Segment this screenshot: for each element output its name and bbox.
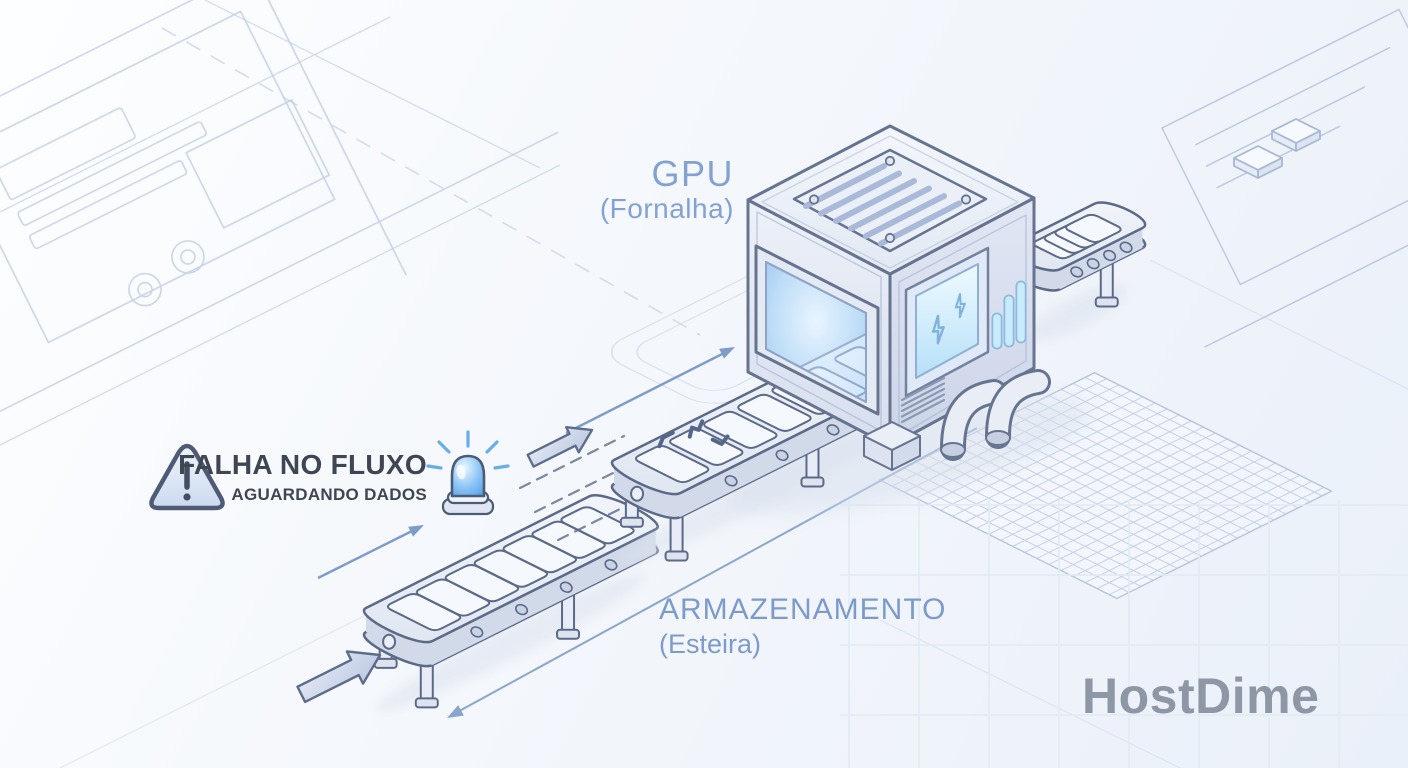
exhaust-pipes-icon	[940, 369, 1051, 461]
storage-label-title: ARMAZENAMENTO	[659, 593, 947, 626]
data-fragments	[657, 419, 730, 449]
machine-pedestal	[863, 421, 921, 471]
storage-label: ARMAZENAMENTO (Esteira)	[659, 593, 946, 660]
flow-arrow-icon	[296, 426, 594, 704]
side-vent-icon	[900, 376, 946, 424]
brand-logo: HostDime	[1082, 668, 1320, 724]
alert-label-subtitle: AGUARDANDO DADOS	[231, 484, 427, 504]
conveyor-belt-input	[362, 494, 659, 712]
storage-label-subtitle: (Esteira)	[659, 629, 762, 659]
machine-label-subtitle: (Fornalha)	[599, 192, 734, 224]
alert-beacon-icon	[426, 430, 510, 516]
machine-label-title: GPU	[651, 153, 734, 194]
gpu-machine	[746, 124, 1051, 471]
alert-label: FALHA NO FLUXO AGUARDANDO DADOS	[150, 449, 427, 505]
warning-triangle-icon	[149, 443, 225, 511]
screw-icon	[808, 155, 972, 244]
blueprint-panel-top-left	[0, 0, 559, 420]
conveyor-belt-output	[1008, 201, 1147, 341]
alert-label-title: FALHA NO FLUXO	[178, 449, 427, 480]
vent-plate	[792, 148, 988, 253]
bar-indicator-icon	[991, 280, 1027, 350]
machine-screen-icon	[904, 246, 990, 398]
tunnel-opening	[754, 244, 880, 416]
machine-label: GPU (Fornalha)	[520, 155, 734, 225]
thin-flow-arrow-icon	[317, 347, 735, 580]
broken-flow-dashes	[518, 434, 680, 542]
blueprint-tile-icon	[1233, 118, 1321, 179]
square-grid-panel	[840, 500, 1408, 768]
